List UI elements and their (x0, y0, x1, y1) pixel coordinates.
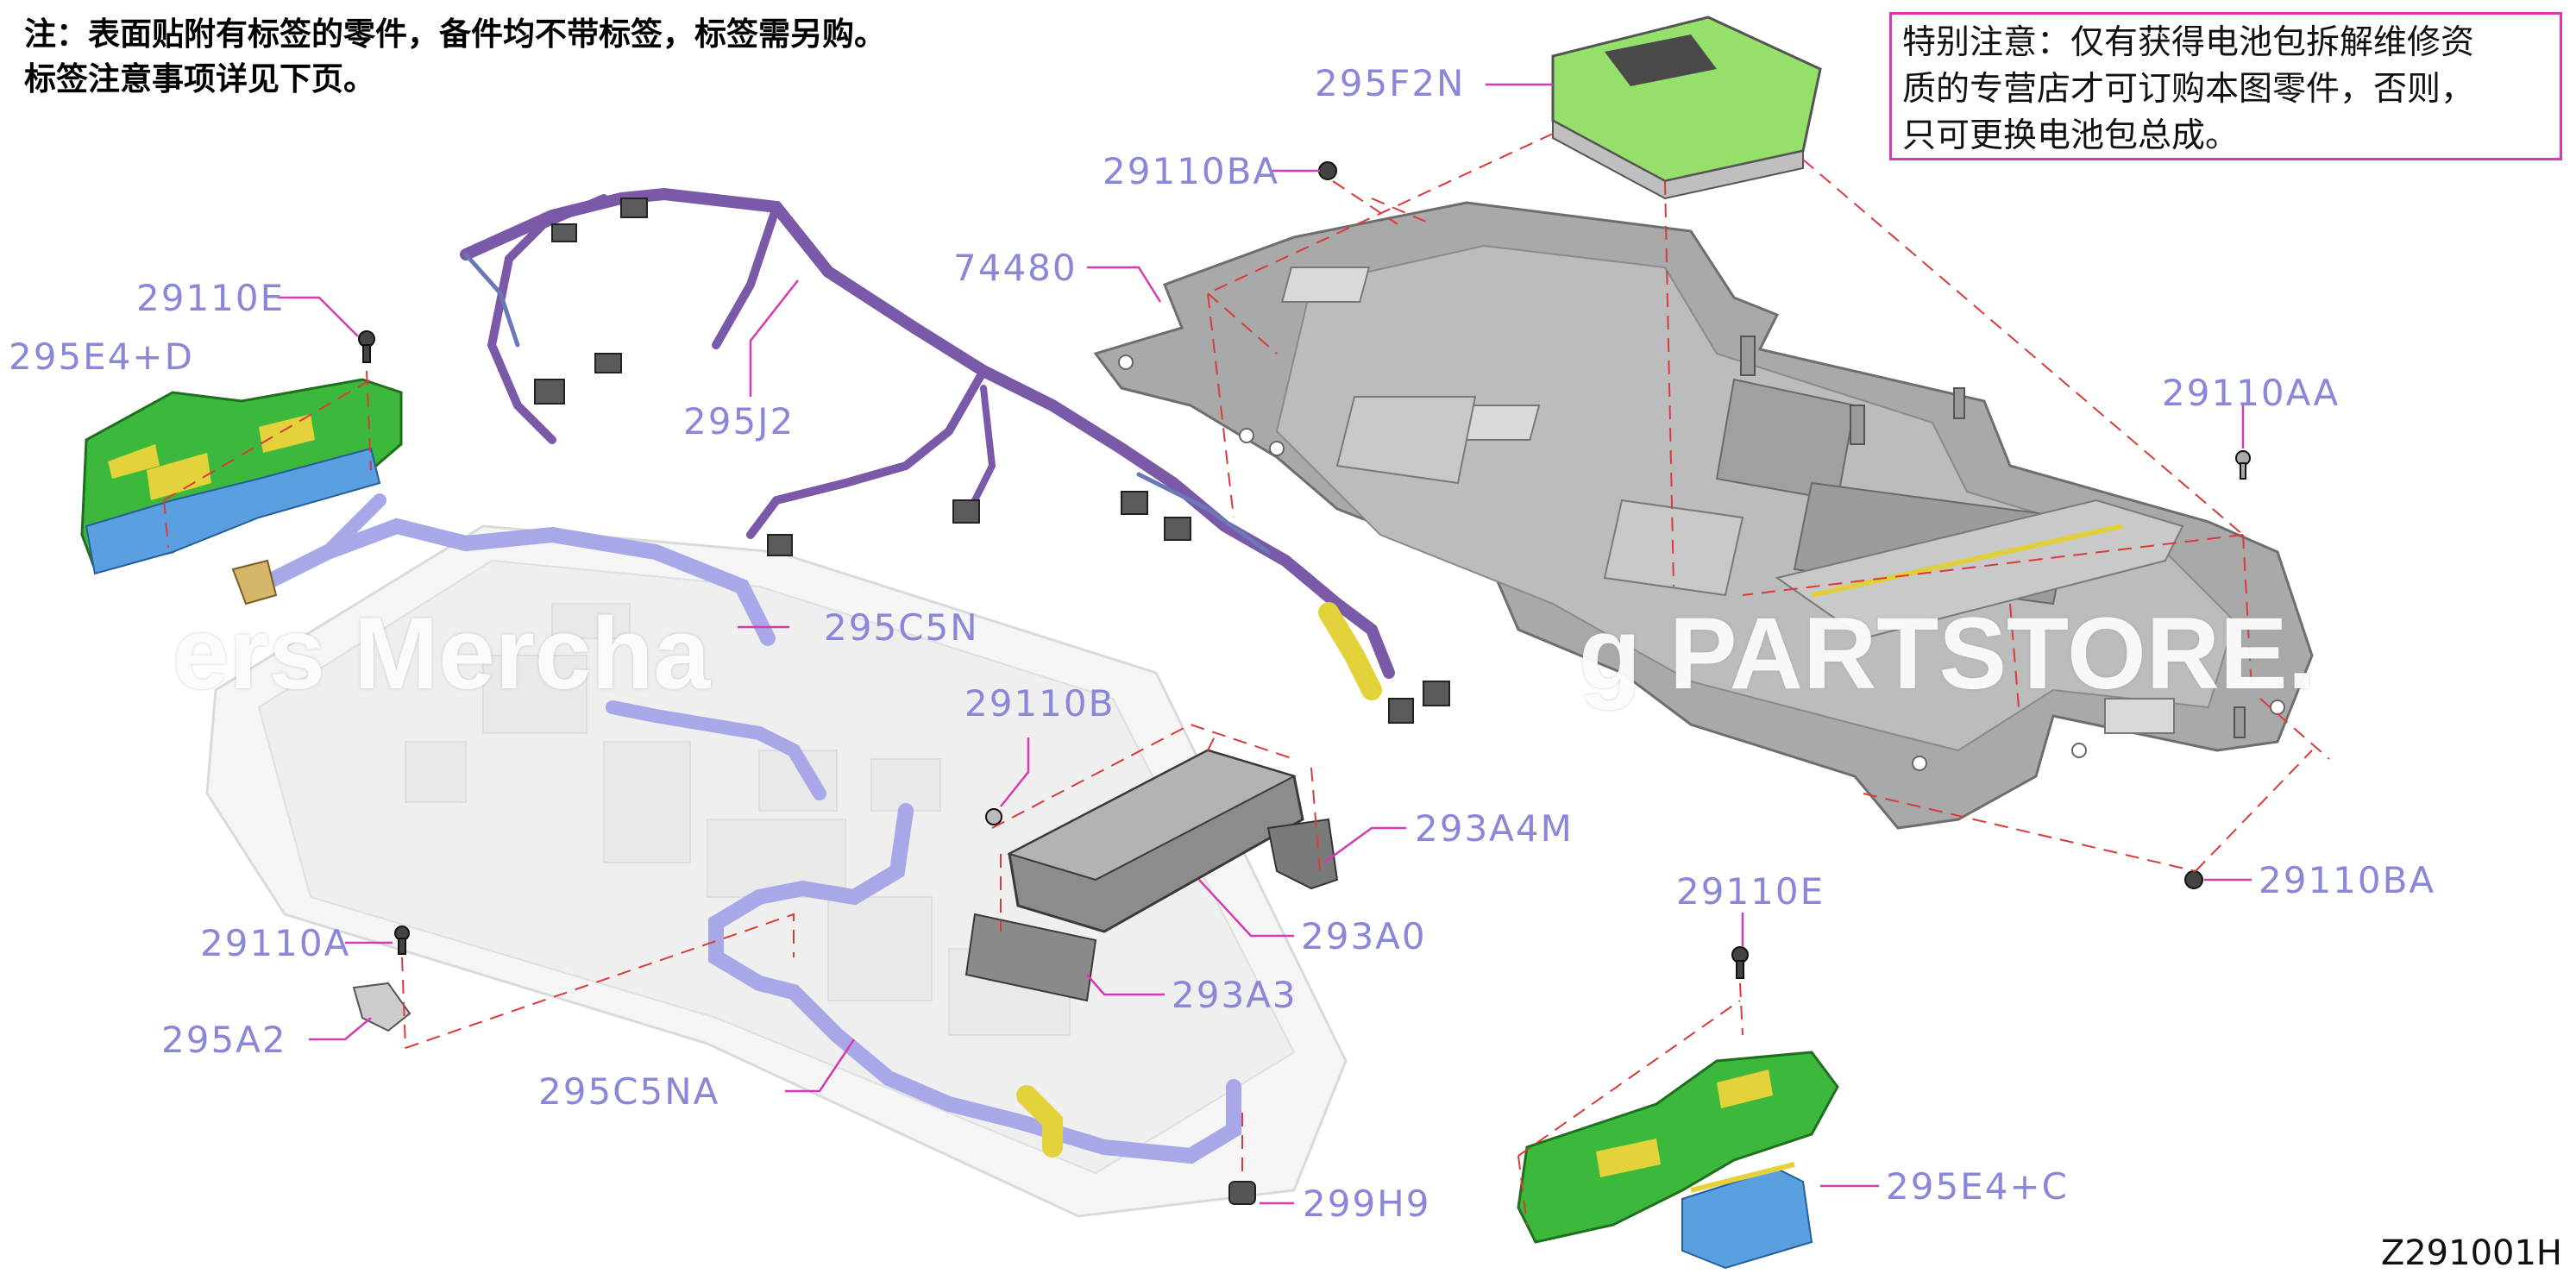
wire-harness-295J2 (460, 187, 1450, 724)
grommet-299H9 (1228, 1181, 1256, 1205)
watermark-right: g PARTSTORE. (1579, 597, 2316, 711)
diagram-id: Z291001H (2380, 1233, 2562, 1273)
bolt-29110E-right (1731, 946, 1749, 979)
bolt-29110E-left (358, 330, 375, 363)
callout-29110A: 29110A (200, 922, 351, 964)
fasteners (358, 161, 2251, 979)
bolt-29110B (985, 808, 1002, 825)
special-notice-box: 特别注意：仅有获得电池包拆解维修资 质的专营店才可订购本图零件，否则， 只可更换… (1889, 12, 2562, 160)
bracket-293A3 (964, 913, 1097, 1002)
pipe-295C5N (231, 493, 826, 800)
callout-29110B: 29110B (964, 682, 1115, 725)
callout-29110E-right: 29110E (1676, 870, 1825, 913)
callout-293A0: 293A0 (1301, 915, 1427, 957)
bracket-293A4M (1266, 818, 1339, 890)
special-notice-line2: 质的专营店才可订购本图零件，否则， (1902, 70, 2475, 109)
callout-29110BA-right: 29110BA (2259, 859, 2436, 901)
upper-tray-74480 (1093, 201, 2314, 830)
callout-293A3: 293A3 (1172, 974, 1297, 1016)
callout-295A2: 295A2 (161, 1019, 287, 1061)
callout-295C5N: 295C5N (824, 606, 979, 649)
callout-29110AA: 29110AA (2162, 372, 2340, 414)
pipe-295C5NA (708, 803, 1241, 1164)
bolt-29110AA (2235, 450, 2251, 480)
callout-295E4D: 295E4+D (9, 336, 194, 378)
callout-295C5NA: 295C5NA (538, 1070, 720, 1113)
module-295F2N (1551, 16, 1822, 200)
bolt-29110BA-right (2184, 870, 2203, 889)
bolt-29110BA-top (1318, 161, 1337, 180)
leader-lines (278, 83, 2252, 1205)
callout-299H9: 299H9 (1303, 1183, 1431, 1225)
sensor-295A2 (352, 982, 412, 1032)
callout-74480: 74480 (953, 247, 1078, 289)
assembly-dashed-lines (163, 133, 2330, 1226)
general-note-line2: 标签注意事项详见下页。 (24, 60, 375, 97)
special-notice-line1: 特别注意：仅有获得电池包拆解维修资 (1902, 23, 2475, 62)
bolt-29110A (394, 925, 410, 955)
special-notice-line3: 只可更换电池包总成。 (1902, 116, 2240, 155)
callout-29110E-left: 29110E (136, 277, 286, 319)
general-note: 注：表面贴附有标签的零件，备件均不带标签，标签需另购。 标签注意事项详见下页。 (24, 12, 886, 102)
callout-295J2: 295J2 (683, 400, 795, 442)
callout-295F2N: 295F2N (1315, 62, 1466, 104)
module-295E4C (1517, 1051, 1839, 1270)
general-note-line1: 注：表面贴附有标签的零件，备件均不带标签，标签需另购。 (24, 16, 886, 53)
callout-293A4M: 293A4M (1415, 807, 1574, 850)
battery-pack-housing (205, 524, 1348, 1218)
callout-29110BA-top: 29110BA (1103, 150, 1280, 192)
callout-295E4C: 295E4+C (1886, 1165, 2069, 1208)
module-295E4D (80, 378, 403, 575)
watermark-left: ers Mercha (173, 597, 711, 711)
